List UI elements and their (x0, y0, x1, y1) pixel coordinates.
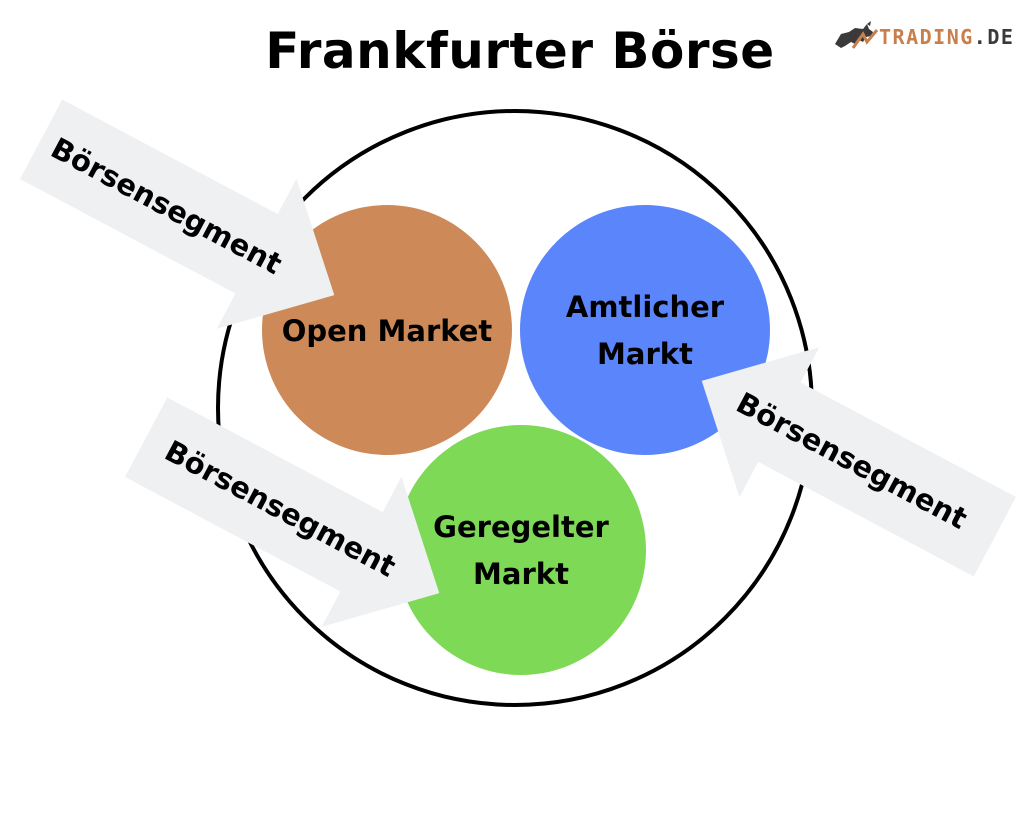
segment-label-geregelter: Geregelter (433, 510, 609, 544)
arrow-segment-2: Börsensegment (125, 397, 440, 627)
page-title: Frankfurter Börse (265, 22, 775, 80)
logo-suffix: .DE (973, 25, 1015, 49)
segment-label-markt-1: Markt (597, 337, 693, 371)
arrow-segment-1: Börsensegment (20, 99, 335, 329)
arrow-shape-2 (125, 397, 440, 627)
brand-logo: TRADING.DE (833, 20, 1014, 54)
segment-label-amtlicher: Amtlicher (566, 290, 725, 324)
arrow-shape-1 (20, 99, 335, 329)
bull-icon (835, 21, 879, 49)
segment-label-open-market: Open Market (282, 314, 493, 348)
segment-label-markt-2: Markt (473, 557, 569, 591)
logo-wordmark: TRADING.DE (879, 25, 1014, 49)
segment-circle-geregelter-markt (396, 425, 646, 675)
arrow-shape-3 (701, 347, 1016, 577)
logo-brand: TRADING (879, 25, 974, 49)
